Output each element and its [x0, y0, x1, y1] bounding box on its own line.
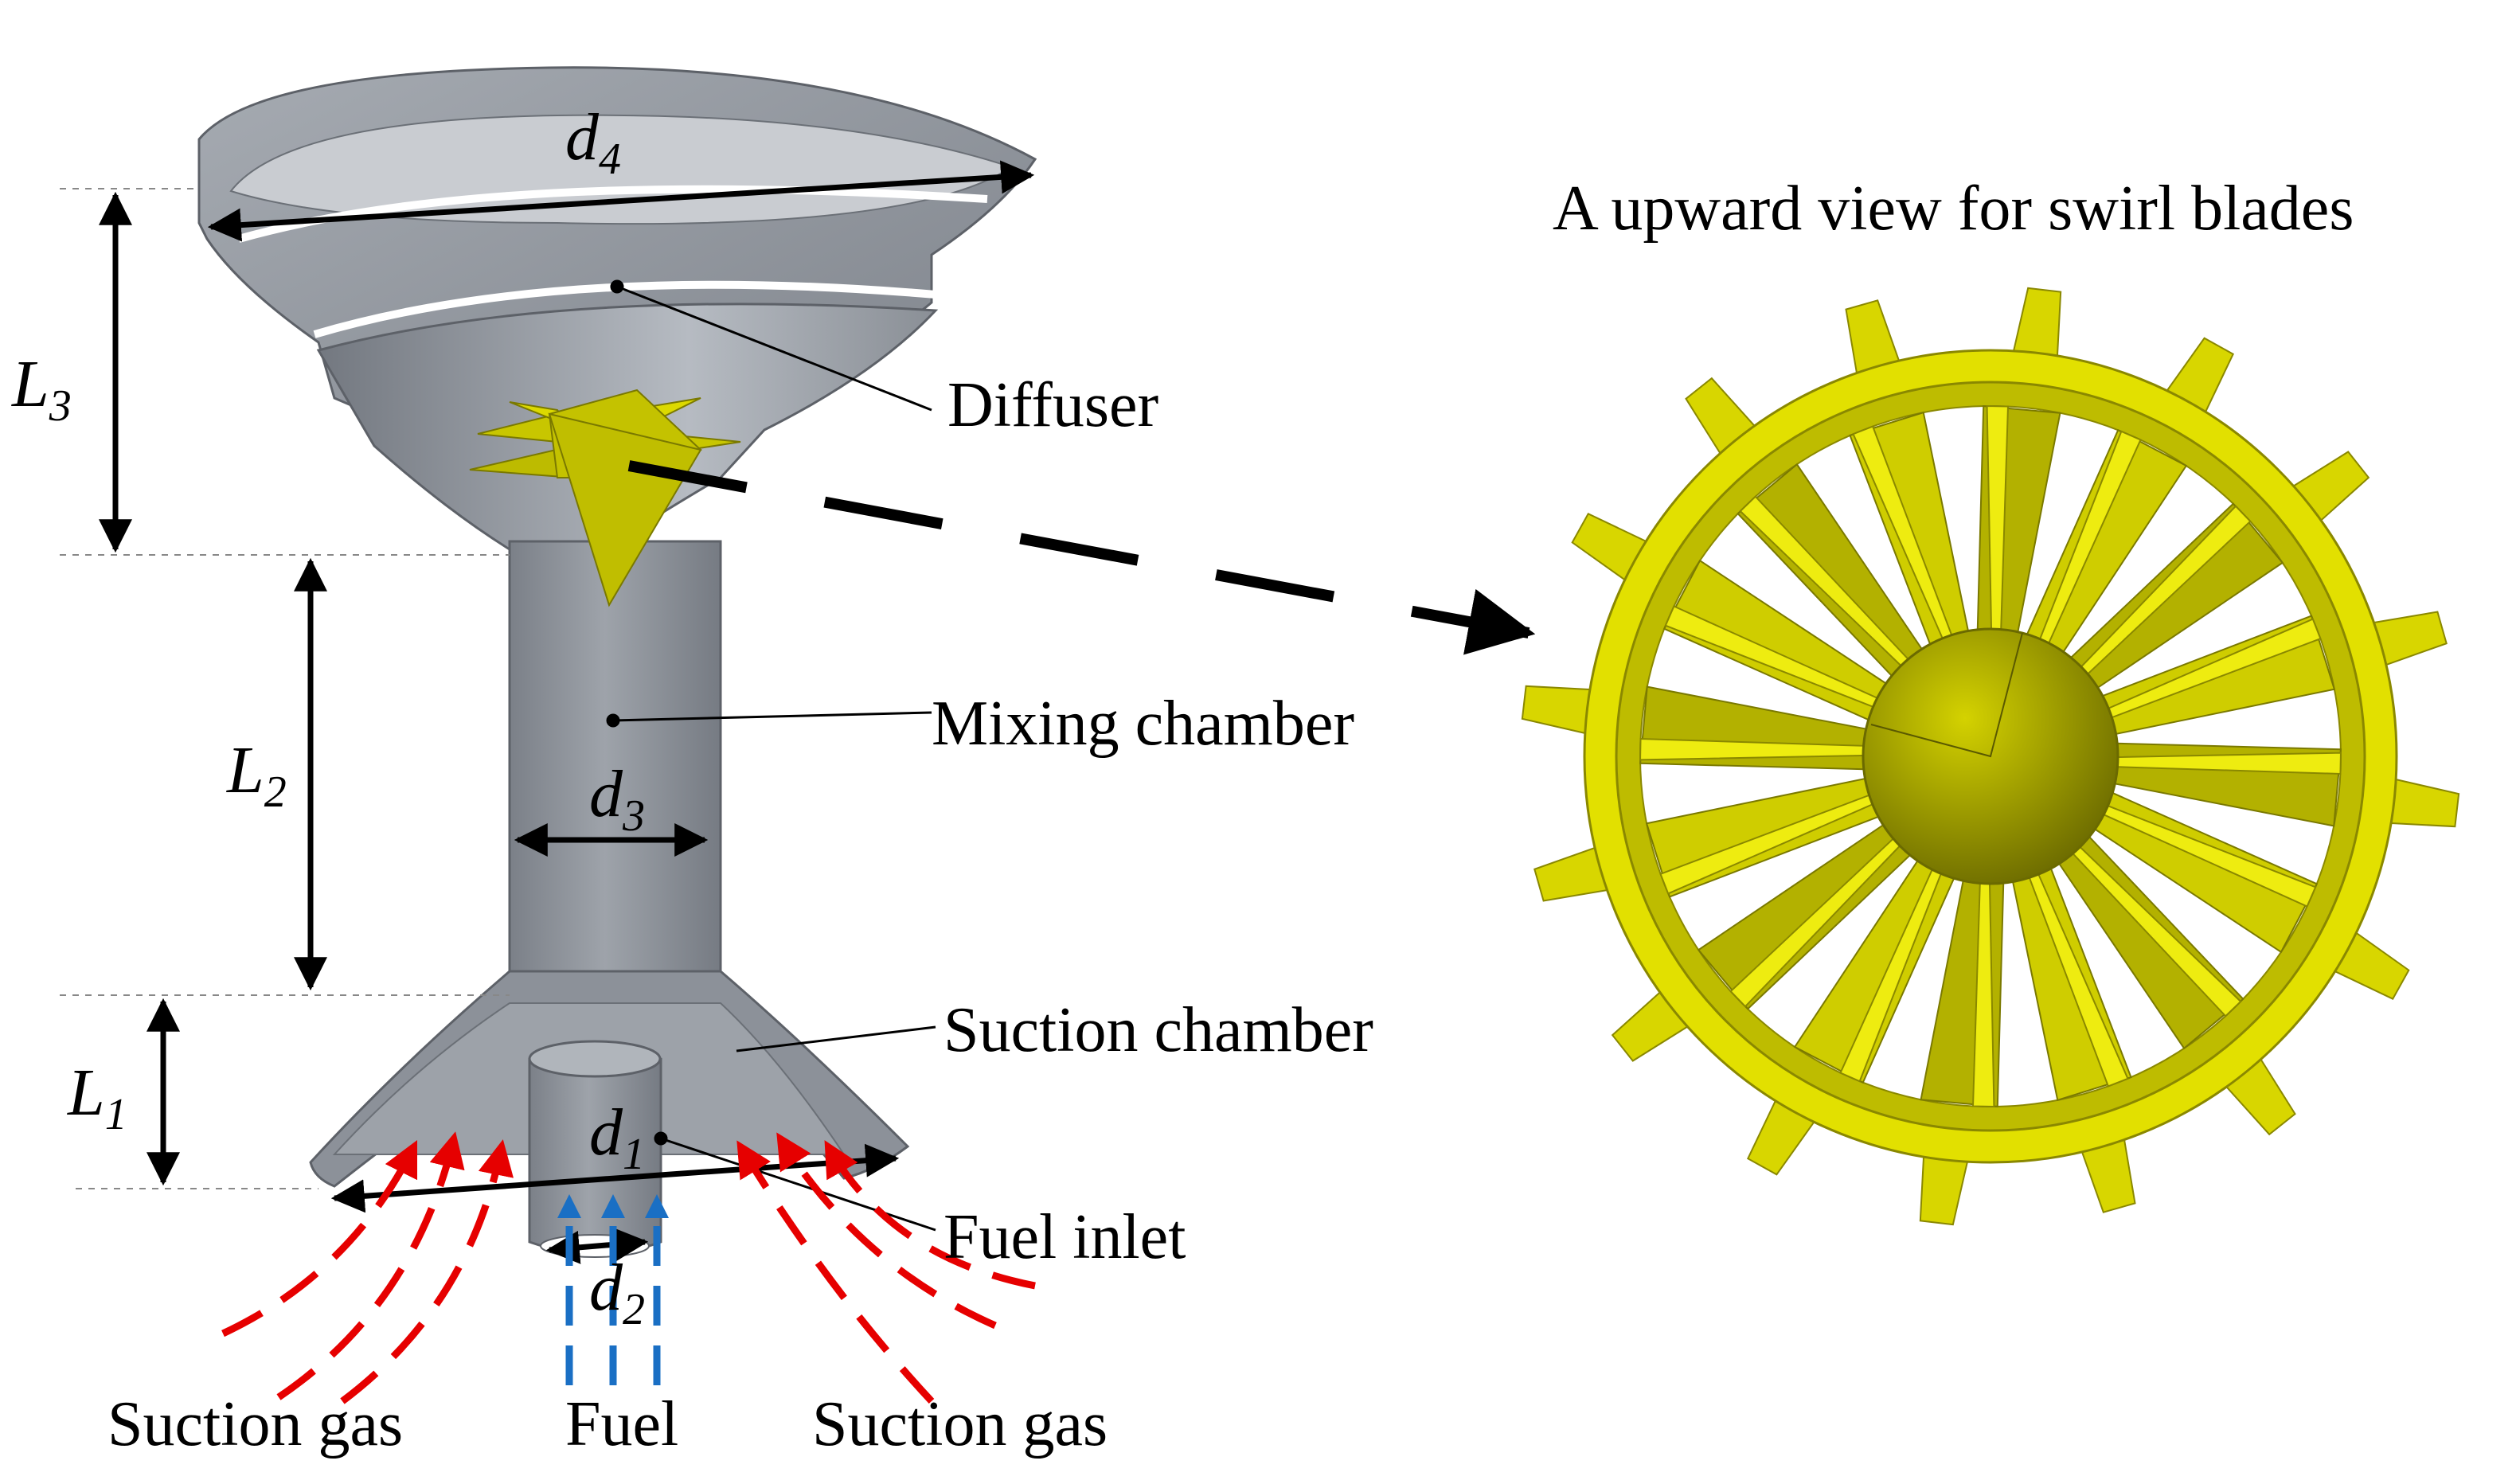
dim-label-L3: L3 — [11, 347, 72, 431]
label-fuel-inlet: Fuel inlet — [944, 1202, 1186, 1272]
label-mixing-chamber: Mixing chamber — [932, 689, 1354, 759]
dim-label-d1: d1 — [589, 1095, 645, 1179]
fuel-arrowheads — [557, 1194, 669, 1218]
ejector-body — [197, 66, 1037, 1258]
dim-line-d2 — [545, 1228, 649, 1264]
label-suction-gas-right: Suction gas — [812, 1389, 1108, 1459]
swirl-blades-inset — [469, 389, 741, 607]
title: A upward view for swirl blades — [1553, 174, 2354, 244]
swirl-hub-edge — [1870, 632, 2023, 758]
dim-label-d3: d3 — [589, 757, 645, 841]
dim-label-d2: d2 — [589, 1251, 645, 1334]
swirl-blades-upward-view — [1521, 287, 2460, 1226]
dim-label-L1: L1 — [67, 1056, 127, 1139]
guide-lines — [60, 188, 510, 1189]
label-diffuser: Diffuser — [947, 370, 1158, 440]
fuel-arrows — [565, 1214, 661, 1385]
suction-gas-arrows — [221, 1131, 1036, 1404]
connector-arrow — [627, 460, 1536, 655]
dim-label-d4: d4 — [565, 100, 621, 184]
label-suction-chamber: Suction chamber — [944, 995, 1373, 1065]
swirl-cone — [548, 412, 702, 607]
dim-line-d4 — [207, 160, 1035, 242]
fuel-inlet-top — [528, 1040, 662, 1078]
label-fuel: Fuel — [565, 1389, 678, 1459]
diffuser-gap-2 — [313, 280, 936, 338]
label-suction-gas-left: Suction gas — [107, 1389, 403, 1459]
dim-label-L2: L2 — [226, 733, 287, 817]
